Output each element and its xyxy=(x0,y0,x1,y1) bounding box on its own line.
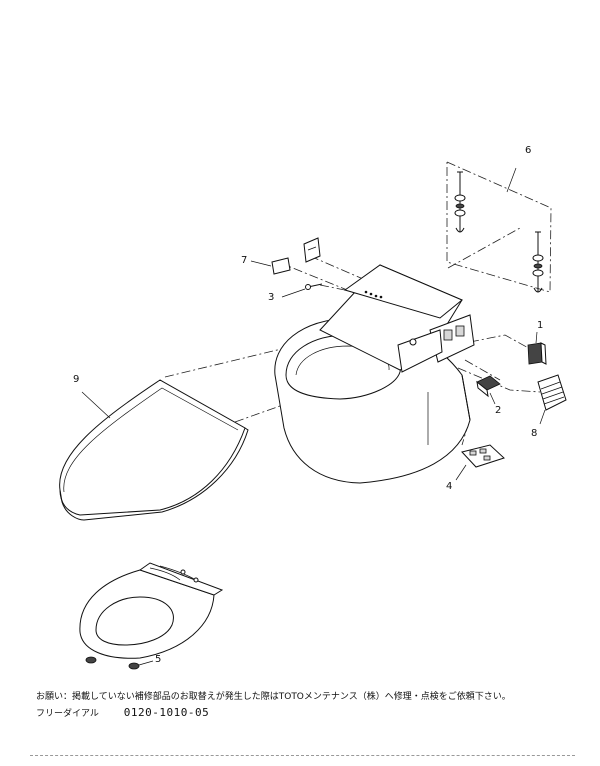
mounting-bolts-panel xyxy=(446,161,552,293)
part-label-7: 7 xyxy=(241,255,247,266)
screw xyxy=(281,283,323,298)
part-label-6: 6 xyxy=(525,145,531,156)
part-labels: 1 2 3 4 5 6 7 8 9 xyxy=(73,145,543,665)
filter-block xyxy=(537,374,567,425)
part-label-8: 8 xyxy=(531,428,537,439)
part-label-2: 2 xyxy=(495,405,501,416)
bracket xyxy=(303,237,321,263)
part-label-5: 5 xyxy=(155,654,161,665)
free-dial-label: フリーダイアル xyxy=(36,709,99,719)
washlet-unit xyxy=(319,264,475,373)
small-plate xyxy=(250,257,291,275)
free-dial-line: フリーダイアル 0120-1010-05 xyxy=(36,706,209,719)
exploded-parts-diagram: 1 2 3 4 5 6 7 8 9 xyxy=(59,145,567,670)
part-label-1: 1 xyxy=(537,320,543,331)
part-label-3: 3 xyxy=(268,292,274,303)
part-label-4: 4 xyxy=(446,481,452,492)
remote-base xyxy=(455,444,505,481)
cartridge xyxy=(527,331,547,365)
bottom-divider xyxy=(30,755,575,756)
repair-request-note: お願い：掲載していない補修部品のお取替えが発生した際はTOTOメンテナンス（株）… xyxy=(36,692,511,702)
holder xyxy=(476,375,501,405)
toilet-seat xyxy=(79,562,224,670)
toilet-lid xyxy=(59,379,249,521)
part-label-9: 9 xyxy=(73,374,79,385)
free-dial-number: 0120-1010-05 xyxy=(123,706,210,719)
